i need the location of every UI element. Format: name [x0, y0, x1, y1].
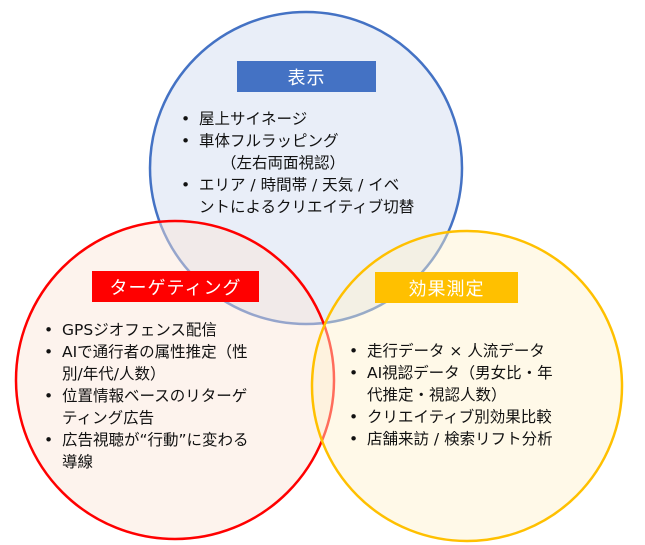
- targeting-item-list: • GPSジオフェンス配信 • AIで通行者の属性推定（性別/年代/人数） • 位置情報ベ…: [44, 319, 249, 473]
- effect-list-item: • AI視認データ（男女比・年代推定・視認人数）: [349, 362, 553, 406]
- targeting-list-item-text: 導線: [62, 453, 94, 471]
- bullet-icon: •: [181, 176, 191, 194]
- bullet-icon: •: [44, 321, 54, 339]
- effect-item-list: • 走行データ × 人流データ • AI視認データ（男女比・年代推定・視認人数） • クリ…: [349, 340, 553, 450]
- targeting-list-item-text: 位置情報ベースのリターゲ: [62, 387, 248, 405]
- effect-list-item: • 走行データ × 人流データ: [349, 340, 553, 362]
- display-list-item-text: （左右両面視認）: [221, 154, 346, 172]
- effect-list-item-text: 走行データ × 人流データ: [367, 342, 545, 360]
- bullet-icon: •: [349, 408, 359, 426]
- targeting-list-item: • 広告視聴が“行動”に変わる導線: [44, 429, 249, 473]
- bullet-icon: •: [44, 431, 54, 449]
- effect-list-item-text: 代推定・視認人数）: [367, 386, 507, 404]
- targeting-list-item: • 位置情報ベースのリターゲティング広告: [44, 385, 249, 429]
- effect-list-item: • 店舗来訪 / 検索リフト分析: [349, 428, 553, 450]
- targeting-list-item: • GPSジオフェンス配信: [44, 319, 249, 341]
- bullet-icon: •: [349, 430, 359, 448]
- effect-list-item: • クリエイティブ別効果比較: [349, 406, 553, 428]
- effect-list-item-text: 店舗来訪 / 検索リフト分析: [367, 430, 553, 448]
- effect-label: 効果測定: [375, 272, 518, 303]
- targeting-list-item-text: AIで通行者の属性推定（性: [62, 343, 248, 361]
- bullet-icon: •: [181, 110, 191, 128]
- targeting-list-item-text: 広告視聴が“行動”に変わる: [62, 431, 249, 449]
- display-list-item-text: 屋上サイネージ: [199, 110, 308, 128]
- bullet-icon: •: [349, 364, 359, 382]
- targeting-list-item: • AIで通行者の属性推定（性別/年代/人数）: [44, 341, 249, 385]
- effect-list-item-text: AI視認データ（男女比・年: [367, 364, 553, 382]
- display-list-item-text: ントによるクリエイティブ切替: [199, 198, 415, 216]
- display-list-item-text: 車体フルラッピング: [199, 132, 339, 150]
- bullet-icon: •: [44, 387, 54, 405]
- bullet-icon: •: [44, 343, 54, 361]
- targeting-list-item-text: ティング広告: [62, 409, 155, 427]
- targeting-list-item-text: GPSジオフェンス配信: [62, 321, 217, 339]
- display-circle: [148, 10, 464, 326]
- effect-circle: [310, 229, 624, 543]
- display-item-list: • 屋上サイネージ • 車体フルラッピング （左右両面視認） • エリア / 時間帯 / 天…: [181, 108, 414, 218]
- display-list-item: • 屋上サイネージ: [181, 108, 414, 130]
- bullet-icon: •: [181, 132, 191, 150]
- display-list-item-text: エリア / 時間帯 / 天気 / イベ: [199, 176, 400, 194]
- bullet-icon: •: [349, 342, 359, 360]
- effect-list-item-text: クリエイティブ別効果比較: [367, 408, 552, 426]
- targeting-list-item-text: 別/年代/人数）: [62, 365, 166, 383]
- targeting-label: ターゲティング: [92, 271, 259, 302]
- display-label: 表示: [237, 61, 376, 92]
- display-list-item: • 車体フルラッピング （左右両面視認）: [181, 130, 414, 174]
- display-list-item: • エリア / 時間帯 / 天気 / イベントによるクリエイティブ切替: [181, 174, 414, 218]
